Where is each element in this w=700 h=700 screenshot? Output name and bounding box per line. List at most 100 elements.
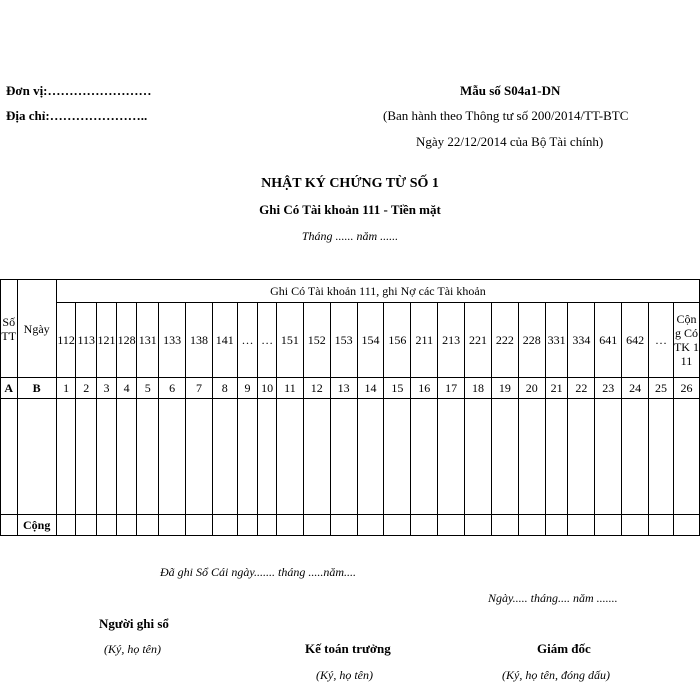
total-cell	[136, 514, 160, 536]
dia-chi-label: Địa chỉ:…………………..	[6, 108, 148, 123]
account-header-cell: 113	[75, 302, 98, 378]
col-header-ngay: Ngày	[16, 279, 57, 378]
table-cell	[383, 398, 412, 515]
index-cell: 22	[567, 377, 596, 399]
account-header-cell: …	[236, 302, 259, 378]
table-cell	[544, 398, 569, 515]
table-cell	[211, 398, 238, 515]
index-cell: 9	[236, 377, 259, 399]
total-cell	[75, 514, 98, 536]
total-cell	[594, 514, 623, 536]
total-cell	[257, 514, 277, 536]
total-cell	[211, 514, 238, 536]
table-cell	[158, 398, 187, 515]
total-cell	[115, 514, 138, 536]
signer-chief-accountant-note: (Ký, họ tên)	[316, 668, 373, 682]
issued-by: (Ban hành theo Thông tư số 200/2014/TT-B…	[383, 108, 629, 123]
table-body-row	[0, 398, 700, 515]
account-header-cell: 213	[437, 302, 466, 378]
table-cell	[464, 398, 492, 515]
account-header-cell: 153	[329, 302, 358, 378]
period-line: Tháng ...... năm ......	[301, 229, 399, 243]
index-cell: 14	[356, 377, 385, 399]
total-cell	[55, 514, 77, 536]
index-cell: 24	[621, 377, 650, 399]
table-cell	[621, 398, 650, 515]
total-cell	[185, 514, 213, 536]
index-cell: 10	[257, 377, 277, 399]
index-cell: 12	[302, 377, 331, 399]
index-cell: 23	[594, 377, 623, 399]
total-cell	[356, 514, 385, 536]
index-cell: 6	[158, 377, 187, 399]
total-row: Cộng	[0, 514, 700, 536]
account-header-cell: 228	[517, 302, 546, 378]
col-header-so-tt: Số TT	[0, 279, 18, 378]
index-cell: 7	[185, 377, 213, 399]
table-cell	[410, 398, 439, 515]
total-cell	[517, 514, 546, 536]
index-cell: 17	[437, 377, 466, 399]
index-cell: 11	[275, 377, 304, 399]
index-cell: 25	[648, 377, 674, 399]
index-cell: 1	[55, 377, 77, 399]
account-header-cell: 641	[594, 302, 623, 378]
account-header-cell: 128	[115, 302, 138, 378]
total-cell	[410, 514, 439, 536]
table-cell	[302, 398, 331, 515]
account-header-cell: 131	[136, 302, 160, 378]
total-cell	[302, 514, 331, 536]
table-cell	[55, 398, 77, 515]
table-cell	[356, 398, 385, 515]
index-cell: A	[0, 377, 18, 399]
index-cell: 13	[329, 377, 358, 399]
account-header-cell: 141	[211, 302, 238, 378]
page-title: NHẬT KÝ CHỨNG TỪ SỐ 1	[261, 176, 439, 191]
total-cell	[672, 514, 700, 536]
group-header: Ghi Có Tài khoản 111, ghi Nợ các Tài kho…	[55, 279, 700, 303]
signing-date: Ngày..... tháng.... năm .......	[488, 591, 618, 605]
table-cell	[75, 398, 98, 515]
account-header-cell: 222	[490, 302, 519, 378]
account-header-cell: 331	[544, 302, 569, 378]
signer-director-note: (Ký, họ tên, đóng dấu)	[502, 668, 610, 682]
table-cell	[437, 398, 466, 515]
account-header-cell: 221	[464, 302, 492, 378]
account-header-cell: 154	[356, 302, 385, 378]
total-cell	[464, 514, 492, 536]
index-cell: 15	[383, 377, 412, 399]
table-cell	[672, 398, 700, 515]
account-header-cell: 211	[410, 302, 439, 378]
table-cell	[236, 398, 259, 515]
form-number: Mẫu số S04a1-DN	[460, 83, 561, 98]
signer-director-title: Giám đốc	[537, 641, 591, 656]
index-cell: 4	[115, 377, 138, 399]
signer-chief-accountant-title: Kế toán trưởng	[305, 641, 391, 656]
total-cell	[544, 514, 569, 536]
account-header-cell: 334	[567, 302, 596, 378]
issued-date: Ngày 22/12/2014 của Bộ Tài chính)	[416, 134, 604, 149]
index-cell: 19	[490, 377, 519, 399]
signer-recorder-title: Người ghi sổ	[99, 616, 169, 631]
account-header-cell: 121	[96, 302, 117, 378]
total-cell	[490, 514, 519, 536]
don-vi-label: Đơn vị:……………………	[6, 83, 152, 98]
table-cell	[517, 398, 546, 515]
table-cell	[648, 398, 674, 515]
signer-recorder-note: (Ký, họ tên)	[104, 642, 161, 656]
total-cell	[96, 514, 117, 536]
ledger-note: Đã ghi Sổ Cái ngày....... tháng .....năm…	[160, 565, 357, 579]
table-cell	[567, 398, 596, 515]
total-cell	[158, 514, 187, 536]
total-cell	[383, 514, 412, 536]
total-cell	[236, 514, 259, 536]
index-cell: 16	[410, 377, 439, 399]
account-header-cell: 642	[621, 302, 650, 378]
total-cell	[437, 514, 466, 536]
table-cell	[0, 398, 18, 515]
table-cell	[275, 398, 304, 515]
table-cell	[136, 398, 160, 515]
index-cell: B	[16, 377, 57, 399]
